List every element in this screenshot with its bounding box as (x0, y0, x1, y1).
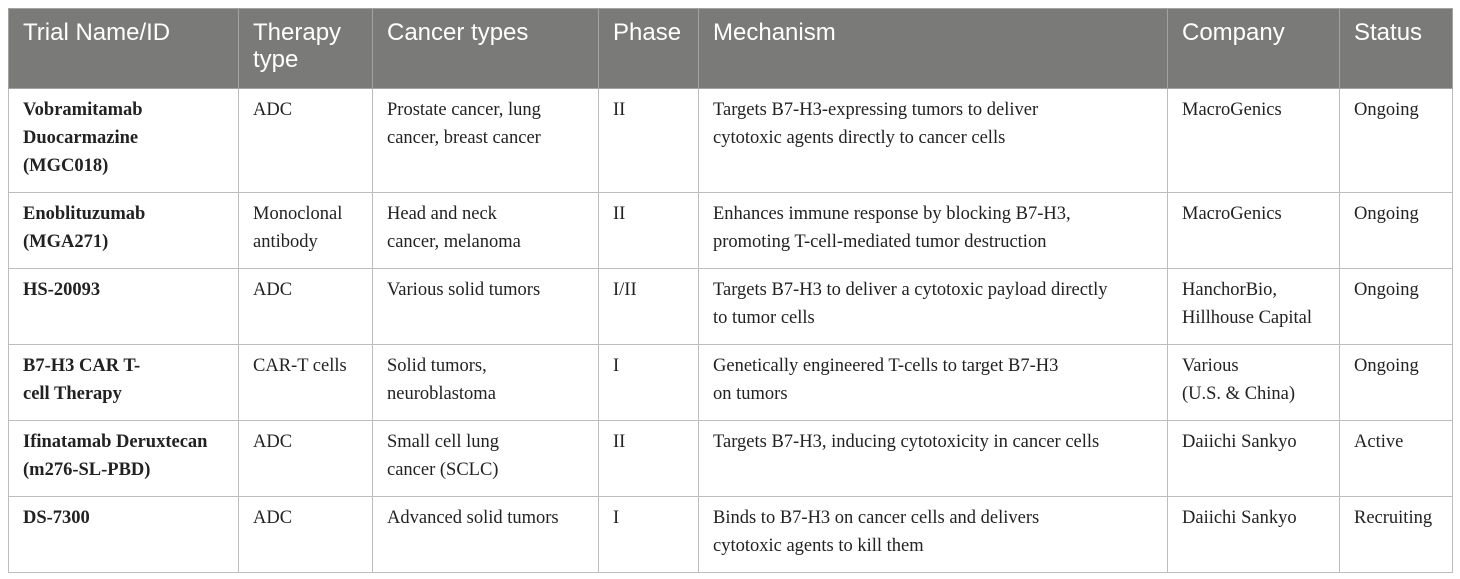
cell-company: MacroGenics (1167, 192, 1340, 269)
cell-status: Ongoing (1339, 268, 1453, 345)
cell-mechanism: Binds to B7-H3 on cancer cells and deliv… (698, 496, 1168, 573)
cell-status: Recruiting (1339, 496, 1453, 573)
cell-trial-name: B7-H3 CAR T-cell Therapy (8, 344, 239, 421)
cell-cancer-types: Solid tumors,neuroblastoma (372, 344, 599, 421)
cell-mechanism: Targets B7-H3 to deliver a cytotoxic pay… (698, 268, 1168, 345)
header-status: Status (1339, 8, 1453, 89)
cell-company: MacroGenics (1167, 88, 1340, 193)
cell-company: Various(U.S. & China) (1167, 344, 1340, 421)
cell-trial-name: Enoblituzumab(MGA271) (8, 192, 239, 269)
cell-mechanism: Targets B7-H3-expressing tumors to deliv… (698, 88, 1168, 193)
cell-trial-name: Ifinatamab Deruxtecan(m276-SL-PBD) (8, 420, 239, 497)
cell-phase: I (598, 344, 699, 421)
table-row: B7-H3 CAR T-cell Therapy CAR-T cells Sol… (8, 344, 1453, 421)
cell-therapy-type: ADC (238, 88, 373, 193)
cell-cancer-types: Advanced solid tumors (372, 496, 599, 573)
cell-company: HanchorBio,Hillhouse Capital (1167, 268, 1340, 345)
header-phase: Phase (598, 8, 699, 89)
cell-company: Daiichi Sankyo (1167, 496, 1340, 573)
header-mechanism: Mechanism (698, 8, 1168, 89)
cell-phase: II (598, 192, 699, 269)
cell-status: Active (1339, 420, 1453, 497)
cell-cancer-types: Various solid tumors (372, 268, 599, 345)
cell-mechanism: Enhances immune response by blocking B7-… (698, 192, 1168, 269)
cell-status: Ongoing (1339, 344, 1453, 421)
cell-trial-name: DS-7300 (8, 496, 239, 573)
cell-trial-name: HS-20093 (8, 268, 239, 345)
cell-mechanism: Targets B7-H3, inducing cytotoxicity in … (698, 420, 1168, 497)
table-row: DS-7300 ADC Advanced solid tumors I Bind… (8, 496, 1453, 573)
cell-therapy-type: ADC (238, 496, 373, 573)
cell-phase: II (598, 420, 699, 497)
cell-mechanism: Genetically engineered T-cells to target… (698, 344, 1168, 421)
cell-phase: II (598, 88, 699, 193)
cell-phase: I/II (598, 268, 699, 345)
table-row: Ifinatamab Deruxtecan(m276-SL-PBD) ADC S… (8, 420, 1453, 497)
header-company: Company (1167, 8, 1340, 89)
cell-status: Ongoing (1339, 192, 1453, 269)
cell-phase: I (598, 496, 699, 573)
cell-therapy-type: ADC (238, 420, 373, 497)
cell-status: Ongoing (1339, 88, 1453, 193)
header-trial-name: Trial Name/ID (8, 8, 239, 89)
cell-therapy-type: CAR-T cells (238, 344, 373, 421)
header-cancer-types: Cancer types (372, 8, 599, 89)
table-row: HS-20093 ADC Various solid tumors I/II T… (8, 268, 1453, 345)
cell-company: Daiichi Sankyo (1167, 420, 1340, 497)
cell-therapy-type: ADC (238, 268, 373, 345)
